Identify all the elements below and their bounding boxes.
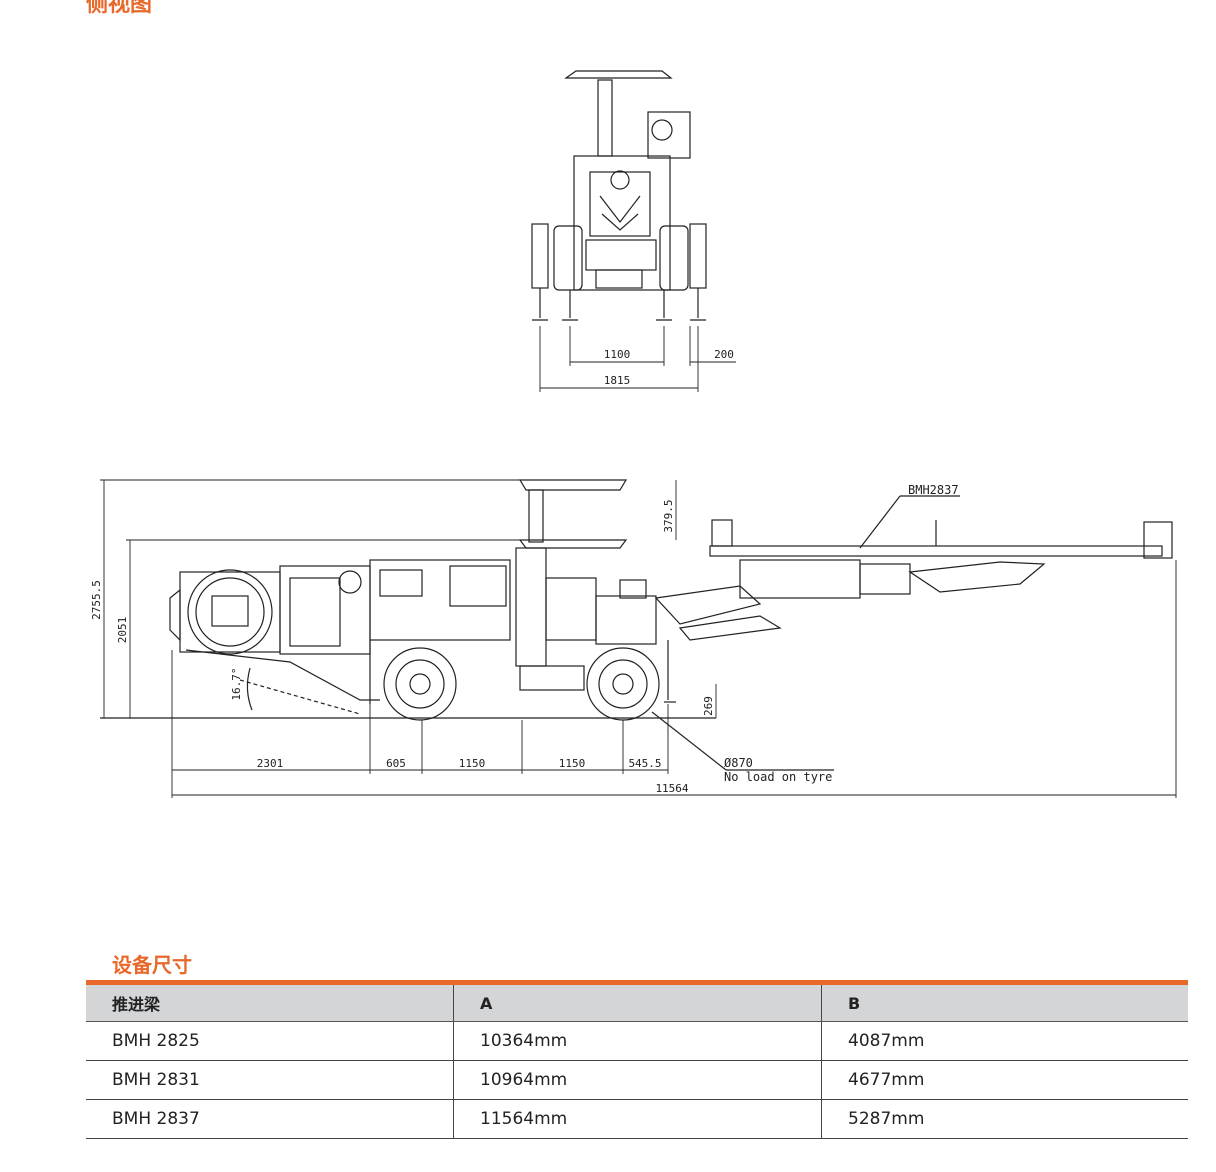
boom-model-label: BMH2837 — [908, 483, 959, 497]
tyre-note-label: No load on tyre — [724, 770, 832, 784]
side-dim-roof-offset: 379.5 — [662, 499, 675, 532]
table-row: BMH 2837 11564mm 5287mm — [86, 1099, 1188, 1139]
cell-a: 11564mm — [453, 1099, 822, 1139]
side-dim-angle: 16.7° — [230, 667, 243, 700]
side-dim-605: 605 — [386, 757, 406, 770]
column-header-a: A — [453, 985, 822, 1022]
side-dim-total-length: 11564 — [655, 782, 688, 795]
column-header-b: B — [821, 985, 1188, 1022]
side-dim-1150-b: 1150 — [559, 757, 586, 770]
side-dim-ground-clearance: 269 — [702, 696, 715, 716]
cell-b: 5287mm — [821, 1099, 1188, 1139]
front-dim-1100: 1100 — [604, 348, 631, 361]
machine-drawing: 1100 200 1815 2755.5 2051 379.5 16.7° 26… — [90, 70, 1177, 798]
cell-model: BMH 2831 — [86, 1060, 454, 1100]
table-row: BMH 2825 10364mm 4087mm — [86, 1021, 1188, 1061]
specs-title: 设备尺寸 — [112, 953, 192, 977]
column-header-feed-beam: 推进梁 — [86, 985, 454, 1022]
side-dim-1150-a: 1150 — [459, 757, 486, 770]
section-title: 侧视图 — [86, 0, 153, 17]
cell-model: BMH 2837 — [86, 1099, 454, 1139]
side-dim-545: 545.5 — [628, 757, 661, 770]
cell-b: 4087mm — [821, 1021, 1188, 1061]
front-dim-200: 200 — [714, 348, 734, 361]
front-view-drawing — [531, 70, 736, 392]
cell-model: BMH 2825 — [86, 1021, 454, 1061]
table-row: BMH 2831 10964mm 4677mm — [86, 1060, 1188, 1100]
table-header-row: 推进梁 A B — [86, 985, 1188, 1022]
side-dim-height-cab: 2051 — [116, 617, 129, 644]
tyre-diameter-label: Ø870 — [724, 756, 753, 770]
cell-a: 10964mm — [453, 1060, 822, 1100]
side-dim-height-total: 2755.5 — [90, 580, 103, 620]
cell-a: 10364mm — [453, 1021, 822, 1061]
dimensions-table: 推进梁 A B BMH 2825 10364mm 4087mm BMH 2831… — [86, 985, 1188, 1139]
title-divider — [86, 980, 1188, 985]
front-dim-1815: 1815 — [604, 374, 631, 387]
side-view-drawing — [100, 479, 1177, 798]
side-dim-2301: 2301 — [257, 757, 284, 770]
cell-b: 4677mm — [821, 1060, 1188, 1100]
